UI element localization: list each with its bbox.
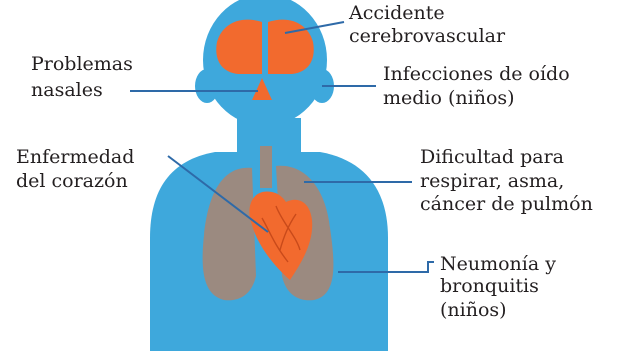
label-nasal-line-1: Problemas — [31, 53, 133, 75]
label-heart: Enfermedad del corazón — [16, 146, 140, 192]
label-stroke: Accidente cerebrovascular — [348, 2, 506, 47]
label-stroke-line-1: Accidente — [348, 2, 445, 24]
label-nasal: Problemas nasales — [31, 53, 139, 101]
label-heart-line-2: del corazón — [16, 170, 128, 192]
label-breathing-line-1: Dificultad para — [420, 146, 564, 168]
left-ear — [195, 69, 219, 103]
label-ear-line-2: medio (niños) — [383, 87, 515, 109]
label-breathing-line-3: cáncer de pulmón — [420, 193, 593, 215]
label-pneumonia-line-1: Neumonía y — [440, 253, 556, 275]
label-breathing: Dificultad para respirar, asma, cáncer d… — [420, 146, 593, 215]
label-breathing-line-2: respirar, asma, — [420, 170, 564, 192]
label-pneumonia-line-3: (niños) — [440, 299, 507, 321]
label-ear: Infecciones de oído medio (niños) — [383, 63, 576, 109]
label-heart-line-1: Enfermedad — [16, 146, 134, 168]
label-nasal-line-2: nasales — [31, 79, 103, 101]
label-stroke-line-2: cerebrovascular — [349, 25, 506, 47]
label-pneumonia: Neumonía y bronquitis (niños) — [440, 253, 562, 321]
label-ear-line-1: Infecciones de oído — [383, 63, 570, 85]
label-pneumonia-line-2: bronquitis — [440, 275, 539, 297]
trachea — [260, 146, 272, 188]
